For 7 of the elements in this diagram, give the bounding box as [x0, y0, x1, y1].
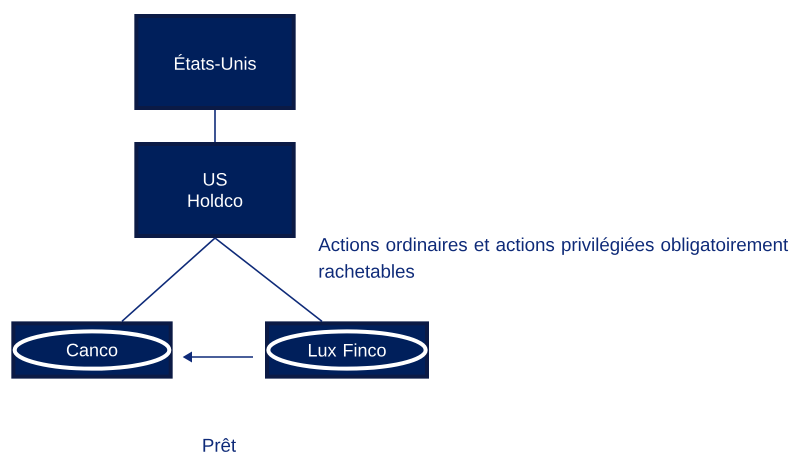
connector-line	[214, 237, 322, 322]
edge-label: Prêt	[203, 438, 236, 452]
note-text: Actions ordinaires et actions privilégiées obligatoirement rachetables	[318, 237, 788, 278]
connector-line	[121, 237, 216, 322]
connector-line	[214, 110, 216, 142]
entity-box: États-Unis	[134, 14, 296, 110]
entity-box: US Holdco	[134, 142, 296, 238]
